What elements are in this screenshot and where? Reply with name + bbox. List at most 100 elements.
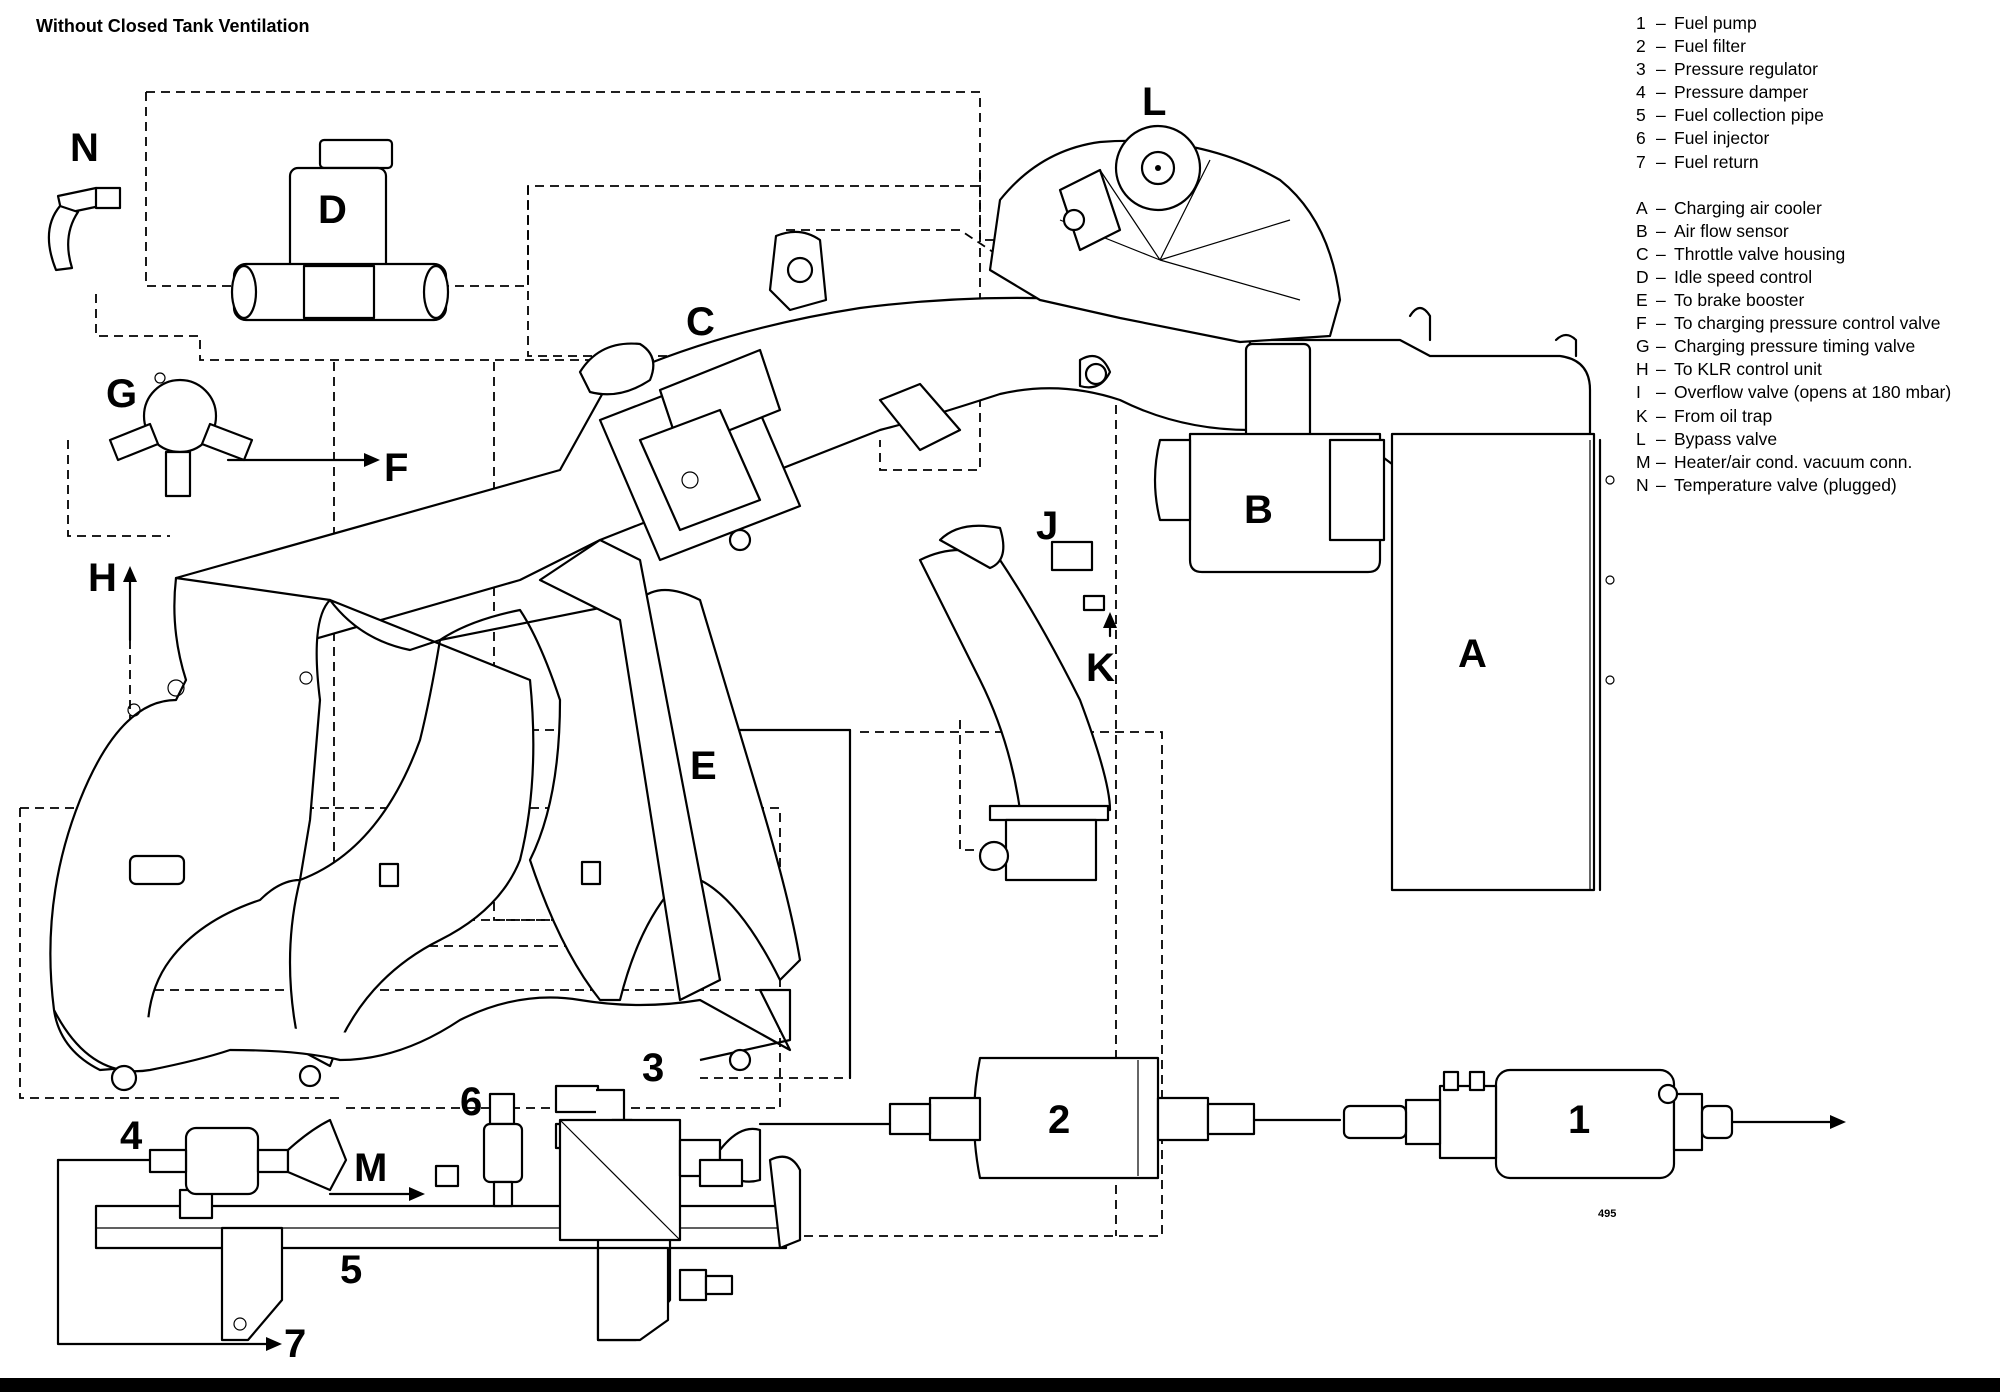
legend-text: Fuel collection pipe (1674, 105, 1824, 126)
charging-air-cooler (1390, 306, 1615, 892)
fuel-injector-cap (488, 1092, 516, 1126)
callout-g: G (106, 372, 138, 416)
fuel-filter-inlet-nut (888, 1102, 932, 1136)
manifold-flange (53, 988, 792, 1073)
throttle-bolt (728, 528, 752, 552)
manifold-flange-bolt-2 (298, 1064, 322, 1088)
callout-d: D (318, 188, 347, 232)
arrow-e-line (688, 728, 852, 1080)
bypass-hose-clamp (988, 804, 1110, 822)
manifold-bolt-h2 (127, 703, 141, 717)
idle-valve-connector (318, 138, 394, 170)
legend-text: Charging air cooler (1674, 197, 1822, 218)
legend-text: Bypass valve (1674, 428, 1778, 449)
vacuum-line-idle-control (440, 185, 980, 287)
manifold-runner-2 (288, 598, 535, 1068)
idle-valve-center-band (302, 264, 376, 320)
callout-f: F (384, 446, 409, 490)
legend-dash: – (1656, 266, 1666, 287)
fuel-rail-tab (434, 1164, 460, 1188)
legend-text: Fuel pump (1674, 13, 1757, 33)
regulator-vacuum-nipple (554, 1084, 600, 1114)
fuel-pump-terminal-2 (1468, 1070, 1486, 1092)
legend-dash: – (1656, 128, 1666, 149)
legend-item: 3–Pressure regulator (1636, 58, 1998, 81)
arrow-h-head (123, 566, 137, 582)
throttle-linkage (578, 342, 655, 396)
drawing-number: 495 (1598, 1208, 1617, 1220)
throttle-shaft (681, 471, 699, 489)
callout-m: M (354, 1146, 388, 1190)
legend-key: C (1636, 243, 1649, 264)
legend-item: B–Air flow sensor (1636, 220, 1998, 243)
pressure-damper-port (178, 1188, 214, 1220)
fuel-injector-body (482, 1122, 524, 1184)
legend-item: H–To KLR control unit (1636, 358, 1998, 381)
legend-item: N–Temperature valve (plugged) (1636, 474, 1998, 497)
legend-key: 6 (1636, 128, 1646, 149)
legend-text: Pressure regulator (1674, 59, 1818, 80)
callout-e: E (690, 744, 717, 788)
manifold-runner-1 (49, 576, 332, 1072)
intake-manifold (49, 538, 802, 1092)
legend-item: 2–Fuel filter (1636, 35, 1998, 58)
callout-b: B (1244, 488, 1273, 532)
callout-c: C (686, 300, 715, 344)
pressure-damper-body (184, 1126, 260, 1196)
pressure-regulator (554, 1084, 762, 1342)
bypass-hose-body (918, 548, 1112, 812)
legend-dash: – (1656, 105, 1666, 126)
throttle-port-ring (786, 256, 814, 284)
fuel-return-nipple (704, 1274, 734, 1296)
regulator-connector (698, 1158, 744, 1188)
vacuum-line-bypass (959, 720, 990, 851)
callout-3: 3 (642, 1046, 665, 1090)
legend-text: From oil trap (1674, 405, 1773, 426)
legend-item: D–Idle speed control (1636, 266, 1998, 289)
bypass-valve-port-ring (1062, 208, 1086, 232)
fuel-return-fitting (678, 1268, 708, 1302)
oil-trap-fitting (1082, 594, 1106, 612)
fuel-filter-outlet-fitting (1156, 1096, 1210, 1142)
cooler-bolt-3 (1605, 675, 1615, 685)
legend-text: Fuel injector (1674, 128, 1770, 149)
manifold-flange-bolt-1 (110, 1064, 138, 1092)
legend-text: Throttle valve housing (1674, 243, 1846, 264)
legend-item: 5–Fuel collection pipe (1636, 104, 1998, 127)
legend-text: Air flow sensor (1674, 220, 1789, 241)
fuel-pump-inlet (1672, 1092, 1704, 1152)
legend-key: F (1636, 313, 1647, 334)
cooler-bolt-1 (1605, 475, 1615, 485)
fuel-pump-terminal-1 (1442, 1070, 1460, 1092)
callout-6: 6 (460, 1080, 483, 1124)
legend-text: Fuel return (1674, 151, 1759, 172)
vacuum-line-g-loop (67, 440, 170, 537)
overflow-valve (1050, 540, 1094, 572)
fuel-pump-outlet-hose (1342, 1104, 1408, 1140)
legend-key: D (1636, 266, 1649, 287)
air-flow-sensor-connector (1328, 438, 1386, 542)
legend-key: M (1636, 451, 1651, 472)
bypass-hose-inlet (938, 524, 1005, 570)
manifold-runner-4 (639, 589, 802, 982)
vacuum-line-e-loop (530, 729, 851, 1079)
fuel-pump-clamp (1657, 1083, 1679, 1105)
timing-valve (108, 372, 254, 498)
arrow-7-line (56, 1158, 274, 1346)
callout-4: 4 (120, 1114, 143, 1158)
pressure-damper-inlet (148, 1148, 188, 1174)
diagram-title: Without Closed Tank Ventilation (36, 16, 310, 36)
legend-item: C–Throttle valve housing (1636, 243, 1998, 266)
vacuum-line-left-drop (145, 92, 232, 287)
fuel-injector-nozzle (492, 1180, 514, 1208)
timing-valve-port-bottom (164, 450, 192, 498)
callout-5: 5 (340, 1248, 363, 1292)
fuel-rail-bracket-left (220, 1226, 284, 1342)
callout-l: L (1142, 80, 1167, 124)
manifold-flange-bolt-3 (728, 1048, 752, 1072)
bypass-hose (918, 524, 1112, 882)
temperature-valve-hose (47, 204, 80, 272)
